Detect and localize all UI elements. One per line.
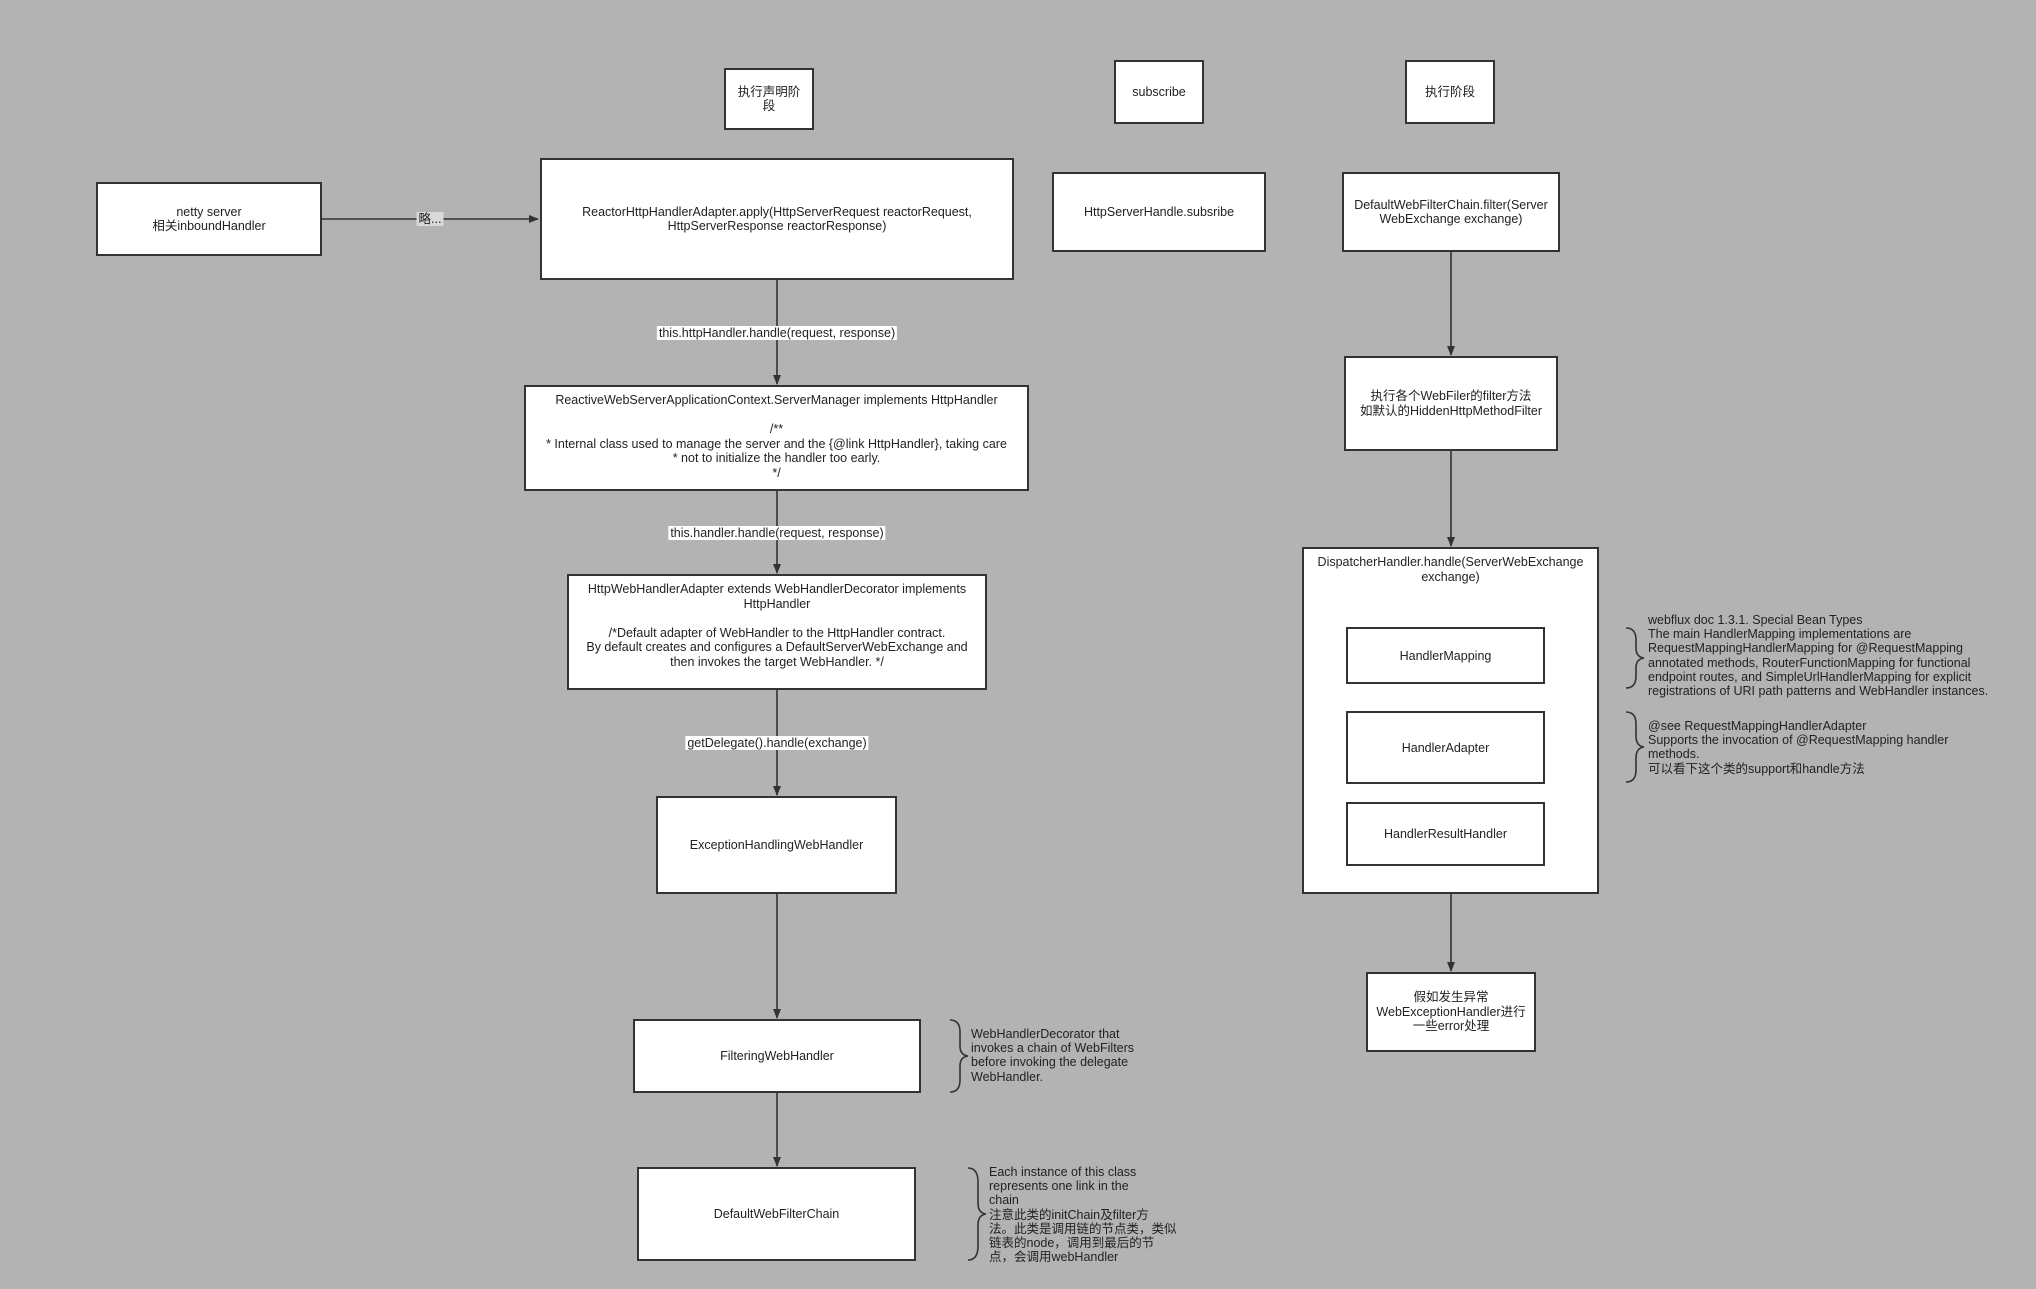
node-reactor-adapter: ReactorHttpHandlerAdapter.apply(HttpServ… bbox=[540, 158, 1014, 280]
node-server-manager: ReactiveWebServerApplicationContext.Serv… bbox=[524, 385, 1029, 491]
node-http-server-handle: HttpServerHandle.subsribe bbox=[1052, 172, 1266, 252]
node-http-web-handler-adapter: HttpWebHandlerAdapter extends WebHandler… bbox=[567, 574, 987, 690]
node-filtering-web-handler: FilteringWebHandler bbox=[633, 1019, 921, 1093]
edge-label-get-delegate: getDelegate().handle(exchange) bbox=[685, 736, 869, 750]
node-filter-chain-filter: DefaultWebFilterChain.filter(Server WebE… bbox=[1342, 172, 1560, 252]
edge-label-handler-handle: this.handler.handle(request, response) bbox=[668, 526, 886, 540]
brace-adapter bbox=[1625, 711, 1645, 783]
phase-declare: 执行声明阶段 bbox=[724, 68, 814, 130]
brace-mapping bbox=[1625, 627, 1645, 689]
node-handler-mapping: HandlerMapping bbox=[1346, 627, 1545, 684]
node-exception-handling-web-handler: ExceptionHandlingWebHandler bbox=[656, 796, 897, 894]
brace-chain bbox=[967, 1167, 987, 1261]
node-netty-server: netty server 相关inboundHandler bbox=[96, 182, 322, 256]
brace-filtering bbox=[949, 1019, 969, 1093]
phase-execute: 执行阶段 bbox=[1405, 60, 1495, 124]
note-handler-mapping: webflux doc 1.3.1. Special Bean Types Th… bbox=[1648, 613, 1989, 699]
note-filtering: WebHandlerDecorator that invokes a chain… bbox=[971, 1027, 1135, 1084]
phase-subscribe: subscribe bbox=[1114, 60, 1204, 124]
note-default-chain: Each instance of this class represents o… bbox=[989, 1165, 1177, 1265]
node-handler-adapter: HandlerAdapter bbox=[1346, 711, 1545, 784]
edge-label-skip: 略... bbox=[416, 212, 444, 226]
node-handler-result-handler: HandlerResultHandler bbox=[1346, 802, 1545, 866]
node-default-web-filter-chain: DefaultWebFilterChain bbox=[637, 1167, 916, 1261]
edge-label-http-handler-handle: this.httpHandler.handle(request, respons… bbox=[656, 326, 898, 340]
node-exception-handler: 假如发生异常 WebExceptionHandler进行 一些error处理 bbox=[1366, 972, 1536, 1052]
node-webfilter-exec: 执行各个WebFiler的filter方法 如默认的HiddenHttpMeth… bbox=[1344, 356, 1558, 451]
note-handler-adapter: @see RequestMappingHandlerAdapter Suppor… bbox=[1648, 719, 1949, 776]
